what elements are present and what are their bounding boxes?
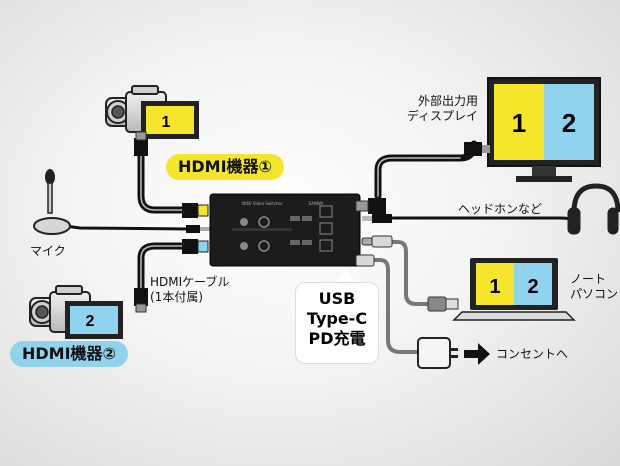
display-label: 外部出力用 ディスプレイ [382, 94, 478, 124]
microphone-icon [33, 169, 71, 235]
usb-a-plug-icon [427, 296, 459, 312]
usb-callout-line2: Type-C [306, 309, 368, 328]
hdmi-cable-label-line1: HDMIケーブル [150, 275, 230, 289]
display-label-line1: 外部出力用 [417, 94, 478, 108]
usb-c-plug-pd-icon [355, 254, 375, 267]
switcher-model-text: 4K60 Video Switcher [241, 201, 283, 206]
display-label-line2: ディスプレイ [406, 109, 478, 123]
headphone-cable [391, 216, 580, 224]
hdmi-plug-input1-icon [182, 203, 209, 218]
hdmi-plug-cam2-icon [134, 288, 148, 313]
hdmi-device-1-badge: HDMI機器① [166, 154, 285, 180]
hdmi-cable-display [374, 140, 478, 200]
laptop-label-line1: ノート [570, 272, 607, 286]
camcorder-1-number: 1 [162, 114, 171, 131]
outlet-label: コンセントへ [496, 347, 569, 361]
hdmi-cable-label-line2: (1本付属) [150, 290, 203, 304]
laptop-icon [452, 258, 576, 321]
ac-adapter-icon [417, 337, 458, 369]
switcher-device [209, 193, 361, 267]
usb-callout-line3: PD充電 [308, 329, 366, 348]
monitor-number-left: 1 [512, 108, 526, 138]
laptop-label: ノート パソコン [570, 272, 618, 302]
hdmi-cable-label: HDMIケーブル (1本付属) [150, 275, 229, 305]
hdmi-plug-cam1-icon [134, 131, 148, 156]
monitor-number-right: 2 [562, 108, 576, 138]
usb-pd-cable [368, 258, 422, 354]
hdmi-plug-output-icon [355, 198, 386, 214]
laptop-number-right: 2 [527, 276, 538, 298]
headphones-icon [567, 183, 620, 235]
mic-label: マイク [30, 244, 66, 258]
mic-cable [56, 224, 192, 231]
hdmi-plug-input2-icon [182, 239, 209, 254]
usb-c-plug-laptop-icon [361, 235, 393, 248]
mic-plug-icon [186, 225, 210, 233]
laptop-label-line2: パソコン [570, 287, 619, 301]
usb-cable-laptop [390, 240, 430, 306]
usb-callout-pointer [336, 268, 356, 284]
camcorder-1-icon [105, 85, 199, 139]
usb-pd-callout: USB Type-C PD充電 [296, 283, 378, 363]
display-monitor-icon [464, 77, 601, 182]
headphones-label: ヘッドホンなど [458, 202, 543, 216]
camcorder-2-icon [29, 285, 123, 339]
switcher-brand-text: SANWA [309, 201, 324, 206]
arrow-right-icon [464, 343, 490, 365]
usb-callout-line1: USB [318, 289, 356, 308]
headphone-plug-icon [362, 214, 392, 223]
laptop-number-left: 1 [489, 276, 500, 298]
hdmi-device-2-badge: HDMI機器② [10, 341, 129, 367]
camcorder-2-number: 2 [86, 313, 95, 330]
